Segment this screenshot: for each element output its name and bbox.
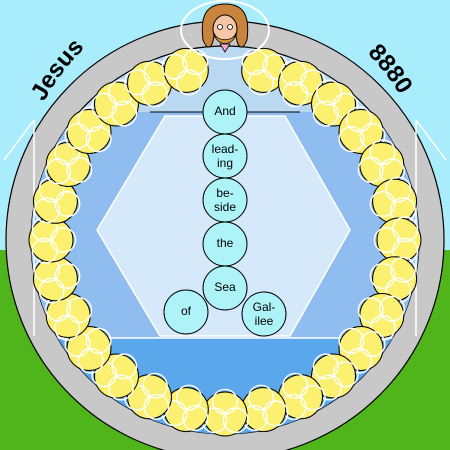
trefoil-bead-icon xyxy=(278,372,326,420)
sky-corner-line xyxy=(415,119,447,161)
word-bubble-text: the xyxy=(217,236,234,250)
trefoil-bead-icon xyxy=(64,326,112,374)
trefoil-bead-icon xyxy=(161,47,209,96)
trefoil-bead-icon xyxy=(241,47,289,96)
trefoil-bead-icon xyxy=(91,79,139,127)
word-bubble: the xyxy=(202,221,248,267)
figure-outline xyxy=(180,0,270,60)
trefoil-bead-icon xyxy=(278,60,326,108)
word-bubble: lead-ing xyxy=(202,133,248,179)
figure-eye xyxy=(217,24,223,30)
trefoil-bead-icon xyxy=(241,384,289,433)
word-bubble: And xyxy=(202,89,248,135)
trefoil-bead-icon xyxy=(45,139,93,187)
figure-hands xyxy=(219,43,231,53)
trefoil-bead-icon xyxy=(338,326,386,374)
word-bubble-text: And xyxy=(214,104,235,118)
word-bubble: Sea xyxy=(202,265,248,311)
trefoil-bead-icon xyxy=(32,256,81,304)
word-bubble: of xyxy=(163,289,209,335)
figure-beard xyxy=(213,32,237,44)
sky-corner-line xyxy=(3,119,35,161)
trefoil-bead-icon xyxy=(311,79,359,127)
word-bubble: Gal-ilee xyxy=(241,291,287,337)
word-bubble-text: Gal-ilee xyxy=(253,300,276,328)
jesus-figure-icon xyxy=(180,0,270,60)
word-bubble-text: of xyxy=(181,304,192,318)
word-bubble: be-side xyxy=(202,177,248,223)
trefoil-bead-icon xyxy=(357,293,405,341)
bead-ring xyxy=(28,47,422,437)
trefoil-bead-icon xyxy=(161,384,209,433)
word-bubble-text: Sea xyxy=(214,280,236,294)
trefoil-bead-icon xyxy=(124,372,172,420)
word-bubble-text: be-side xyxy=(214,186,236,214)
trefoil-bead-icon xyxy=(28,216,77,264)
trefoil-bead-icon xyxy=(91,353,139,401)
figure-eye xyxy=(227,24,233,30)
word-bubble-text: lead-ing xyxy=(212,142,239,170)
